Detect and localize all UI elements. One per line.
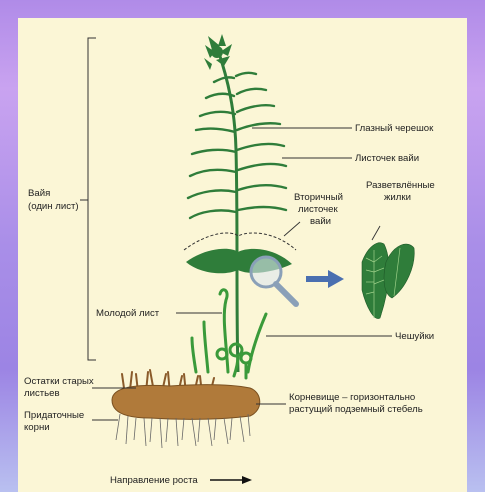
- label-molodoy-list: Молодой лист: [96, 308, 160, 319]
- frond-tip: [204, 34, 232, 70]
- label-listochek-vayi: Листочек вайи: [355, 153, 419, 164]
- rhizome: [112, 385, 260, 420]
- label-vtorichny-2: листочек: [298, 204, 338, 215]
- label-pridat-2: корни: [24, 422, 50, 433]
- label-napravlenie: Направление роста: [110, 475, 198, 486]
- label-vaya: Вайя: [28, 188, 50, 199]
- label-razvetvl-1: Разветвлённые: [366, 180, 435, 191]
- label-vtorichny-3: вайи: [310, 216, 331, 227]
- label-odin-list: (один лист): [28, 201, 79, 212]
- label-razvetvl-2: жилки: [384, 192, 411, 203]
- young-leaves: [192, 290, 266, 378]
- pinna-dash-outline: [184, 233, 296, 250]
- label-glazny-cheresok: Глазный черешок: [355, 123, 434, 134]
- label-cheshuyki: Чешуйки: [395, 331, 434, 342]
- label-kornevische-1: Корневище – горизонтально: [289, 392, 415, 403]
- label-ostatki-1: Остатки старых: [24, 376, 94, 387]
- enlarged-pinnules: [362, 243, 414, 319]
- frond-bracket: [88, 38, 96, 360]
- label-pridat-1: Придаточные: [24, 410, 84, 421]
- label-kornevische-2: растущий подземный стебель: [289, 404, 423, 415]
- label-ostatki-2: листьев: [24, 388, 60, 399]
- growth-arrow: [210, 476, 252, 484]
- label-vtorichny-1: Вторичный: [294, 192, 343, 203]
- zoom-arrow: [306, 270, 344, 288]
